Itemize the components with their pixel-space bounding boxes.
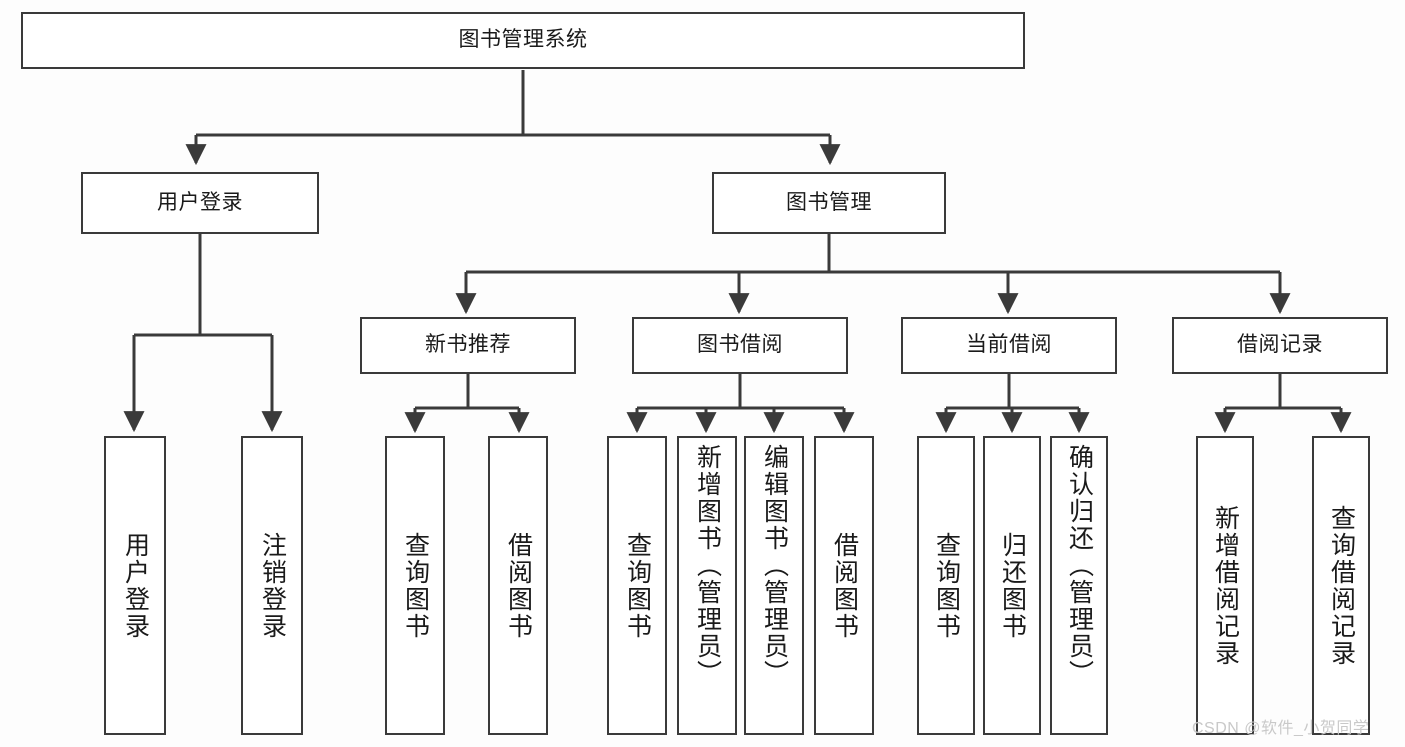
leaf-edit-book[interactable]: 编辑图书（管理员） <box>744 436 804 735</box>
node-new-book-rec-label: 新书推荐 <box>425 333 511 357</box>
node-current-borrow[interactable]: 当前借阅 <box>901 317 1117 374</box>
leaf-logout-login-label: 注销登录 <box>258 531 287 640</box>
leaf-query-book-1-label: 查询图书 <box>401 531 430 640</box>
leaf-query-record[interactable]: 查询借阅记录 <box>1312 436 1370 735</box>
leaf-borrow-book-1-label: 借阅图书 <box>504 531 533 640</box>
leaf-edit-book-label: 编辑图书（管理员） <box>760 444 789 687</box>
leaf-user-login-label: 用户登录 <box>121 531 150 640</box>
node-borrow-record-label: 借阅记录 <box>1237 333 1323 357</box>
node-book-borrow-label: 图书借阅 <box>697 333 783 357</box>
node-book-borrow[interactable]: 图书借阅 <box>632 317 848 374</box>
leaf-query-book-1[interactable]: 查询图书 <box>385 436 445 735</box>
leaf-add-book[interactable]: 新增图书（管理员） <box>677 436 737 735</box>
node-new-book-rec[interactable]: 新书推荐 <box>360 317 576 374</box>
leaf-add-book-label: 新增图书（管理员） <box>693 444 722 687</box>
node-current-borrow-label: 当前借阅 <box>966 333 1052 357</box>
leaf-borrow-book-2-label: 借阅图书 <box>830 531 859 640</box>
leaf-query-book-3[interactable]: 查询图书 <box>917 436 975 735</box>
leaf-return-book[interactable]: 归还图书 <box>983 436 1041 735</box>
node-book-manage-label: 图书管理 <box>786 190 872 214</box>
node-borrow-record[interactable]: 借阅记录 <box>1172 317 1388 374</box>
node-user-login[interactable]: 用户登录 <box>81 172 319 234</box>
node-book-manage[interactable]: 图书管理 <box>712 172 946 234</box>
leaf-confirm-return[interactable]: 确认归还（管理员） <box>1050 436 1108 735</box>
csdn-watermark: CSDN @软件_小贺同学 <box>1192 720 1370 737</box>
leaf-query-book-2[interactable]: 查询图书 <box>607 436 667 735</box>
leaf-query-book-3-label: 查询图书 <box>932 531 961 640</box>
node-user-login-label: 用户登录 <box>157 190 243 214</box>
node-root-label: 图书管理系统 <box>458 28 588 52</box>
leaf-borrow-book-1[interactable]: 借阅图书 <box>488 436 548 735</box>
leaf-borrow-book-2[interactable]: 借阅图书 <box>814 436 874 735</box>
leaf-add-record[interactable]: 新增借阅记录 <box>1196 436 1254 735</box>
node-root[interactable]: 图书管理系统 <box>21 12 1025 69</box>
leaf-user-login[interactable]: 用户登录 <box>104 436 166 735</box>
leaf-add-record-label: 新增借阅记录 <box>1211 504 1240 667</box>
leaf-confirm-return-label: 确认归还（管理员） <box>1065 444 1094 687</box>
leaf-return-book-label: 归还图书 <box>998 531 1027 640</box>
leaf-query-book-2-label: 查询图书 <box>623 531 652 640</box>
leaf-query-record-label: 查询借阅记录 <box>1327 504 1356 667</box>
leaf-logout-login[interactable]: 注销登录 <box>241 436 303 735</box>
